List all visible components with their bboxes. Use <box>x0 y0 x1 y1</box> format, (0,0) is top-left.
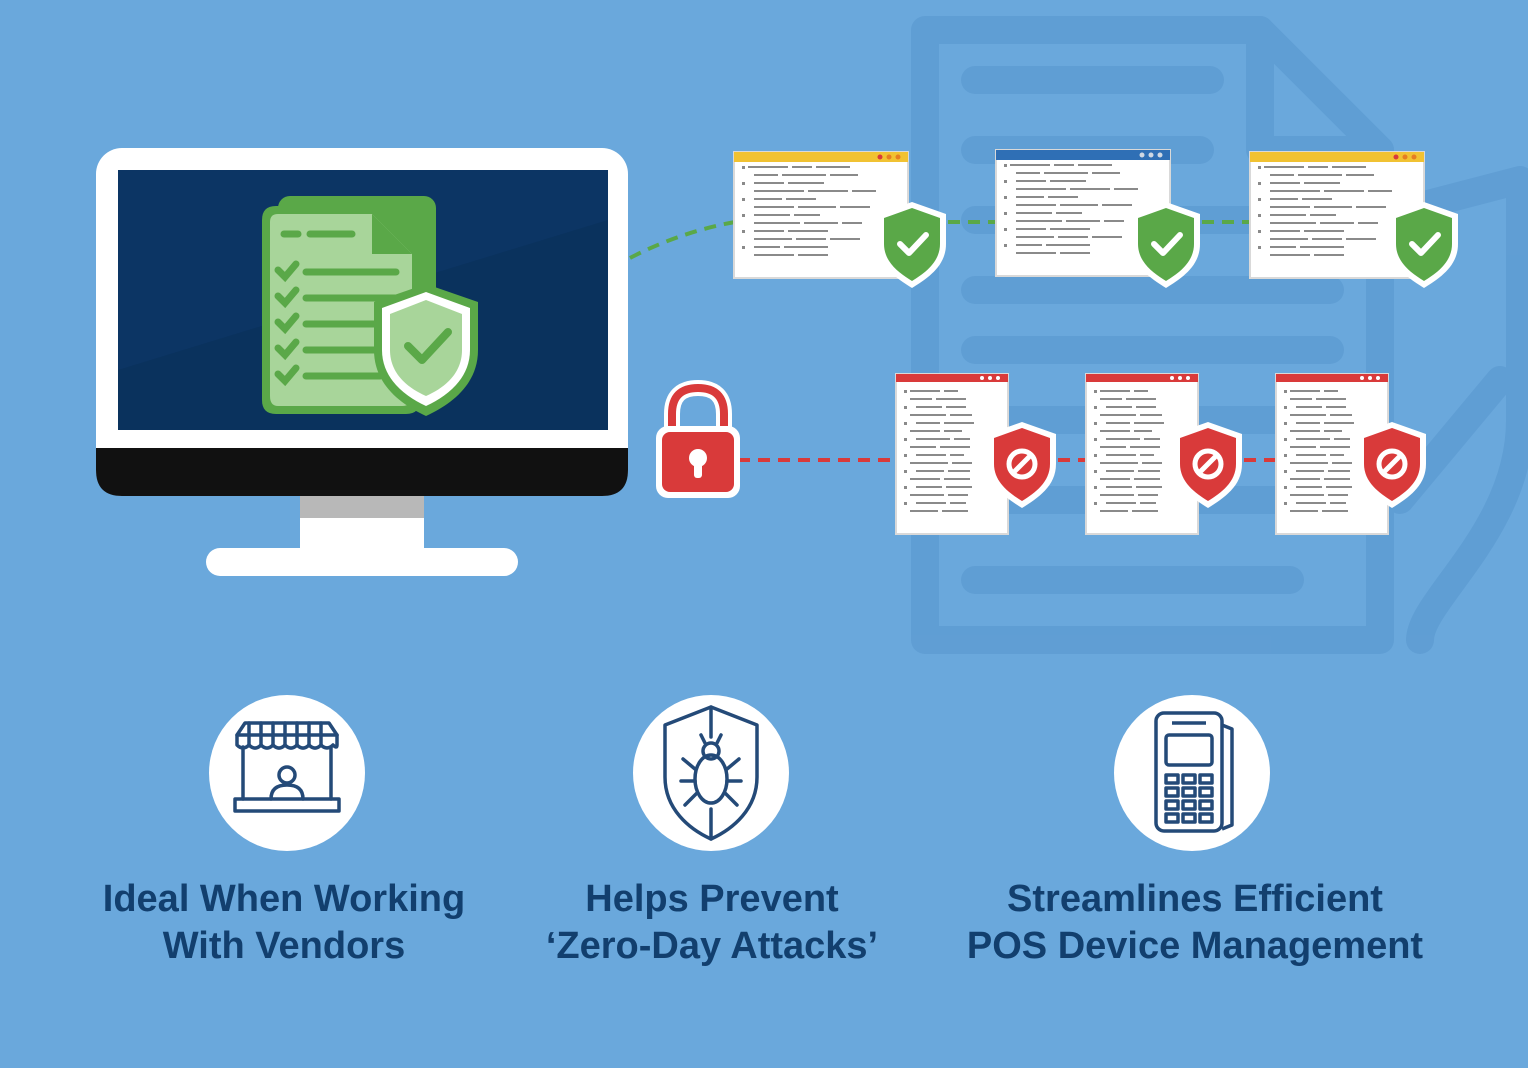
feature-title-line: Ideal When Working <box>102 878 466 920</box>
feature-title-zero-day: Helps Prevent ‘Zero-Day Attacks’ <box>452 876 972 970</box>
pos-terminal-icon <box>1114 695 1270 851</box>
feature-title-pos: Streamlines Efficient POS Device Managem… <box>935 876 1455 970</box>
padlock-icon <box>656 379 740 498</box>
vendor-stall-icon <box>209 695 365 851</box>
feature-title-line: ‘Zero-Day Attacks’ <box>545 925 879 967</box>
feature-title-line: Streamlines Efficient <box>1007 878 1383 920</box>
bug-shield-icon <box>633 695 789 851</box>
checklist-document-icon <box>262 196 478 416</box>
feature-title-line: With Vendors <box>162 925 406 967</box>
feature-title-line: Helps Prevent <box>585 878 839 920</box>
feature-title-vendors: Ideal When Working With Vendors <box>24 876 544 970</box>
approved-connector-line <box>629 220 736 260</box>
feature-title-line: POS Device Management <box>966 925 1424 967</box>
background-document-watermark <box>911 16 1528 654</box>
